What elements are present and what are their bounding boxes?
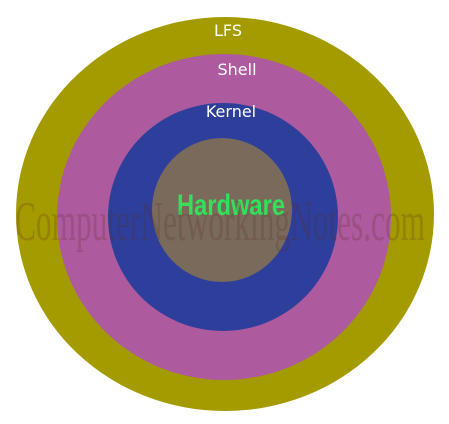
- ring-hardware: [152, 138, 292, 282]
- label-lfs: LFS: [214, 21, 242, 40]
- watermark-text: ComputerNetworkingNotes.com: [15, 191, 425, 253]
- label-kernel: Kernel: [206, 102, 256, 121]
- label-hardware: Hardware: [177, 189, 285, 222]
- label-shell: Shell: [217, 60, 256, 79]
